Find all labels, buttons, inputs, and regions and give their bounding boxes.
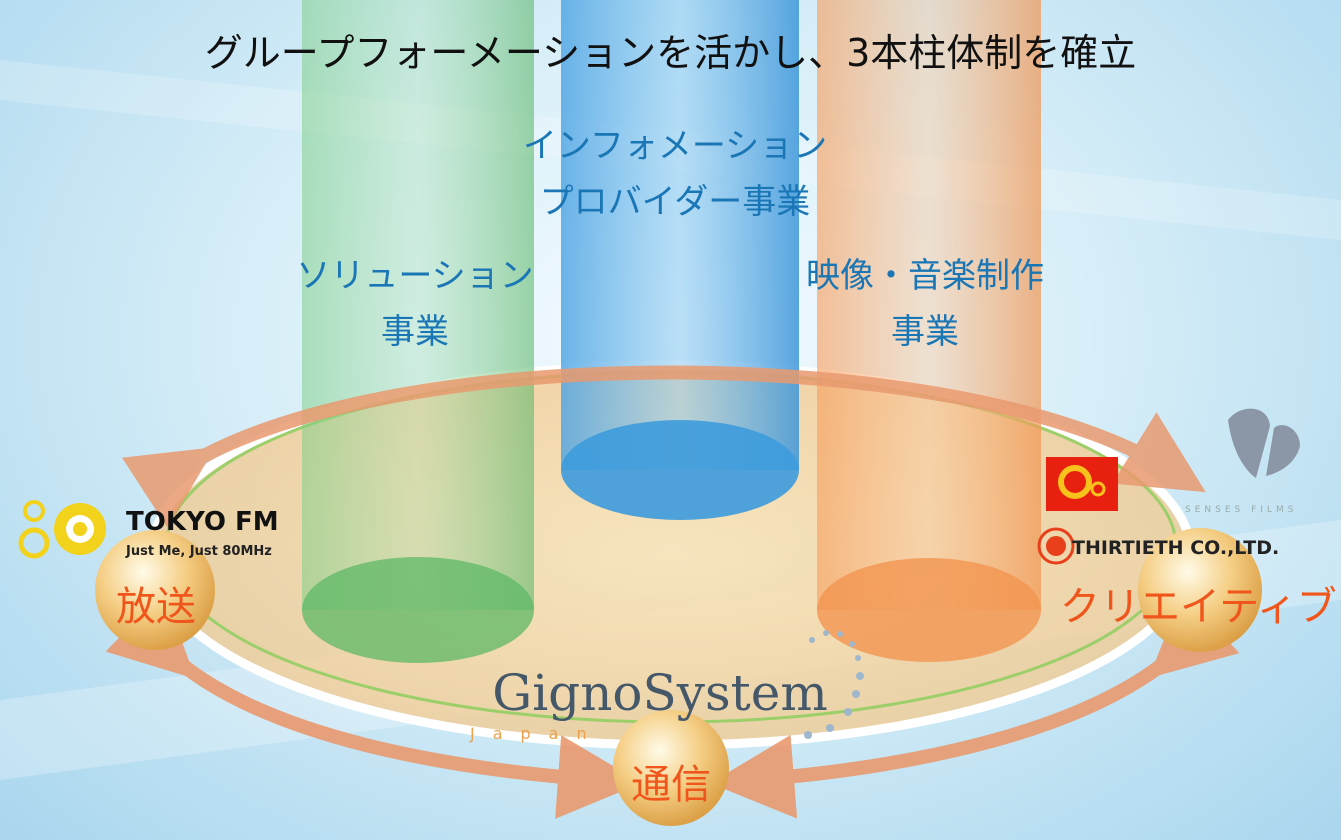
node-sphere-creative [1138,528,1262,652]
node-label-broadcast: 放送 [116,584,196,630]
gignosystem-dots-icon [804,630,864,739]
thirtieth-logo-icon [1037,527,1075,565]
qo-logo-icon [1046,457,1118,511]
arrow-right-bottom [710,590,1240,819]
pillar-label-line: 映像・音楽制作 [806,256,1044,296]
pillar-label-media-production: 映像・音楽制作 事業 [770,248,1080,360]
pillar-label-information-provider: インフォメーション プロバイダー事業 [470,118,880,230]
tokyo-fm-logo-icon [18,500,106,559]
headline: グループフォーメーションを活かし、3本柱体制を確立 [204,31,1137,75]
pillar-label-line: ソリューション [296,256,534,296]
pillar-label-solution: ソリューション 事業 [260,248,570,360]
pillar-label-line: 事業 [891,312,959,352]
node-sphere-telecom [613,710,729,826]
pillar-label-line: プロバイダー事業 [539,182,811,222]
pillar-label-line: 事業 [381,312,449,352]
gignosystem-sub-text: Japan [470,724,605,743]
thirtieth-logo-text: THIRTIETH CO.,LTD. [1072,537,1280,559]
arrow-top [121,365,1206,529]
senses-films-logo-text: SENSES FILMS [1185,505,1298,515]
tokyo-fm-tagline: Just Me, Just 80MHz [126,544,272,559]
node-sphere-broadcast [95,530,215,650]
node-label-creative: クリエイティブ [1060,584,1337,630]
pillar-information-provider [561,0,799,520]
node-label-telecom: 通信 [631,762,711,808]
tokyo-fm-logo-text: TOKYO FM [126,507,279,537]
arrow-left-bottom [105,590,642,819]
gignosystem-logo-text: GignoSystem [492,664,828,722]
pillar-label-line: インフォメーション [522,126,828,166]
senses-films-logo-icon [1228,408,1300,478]
